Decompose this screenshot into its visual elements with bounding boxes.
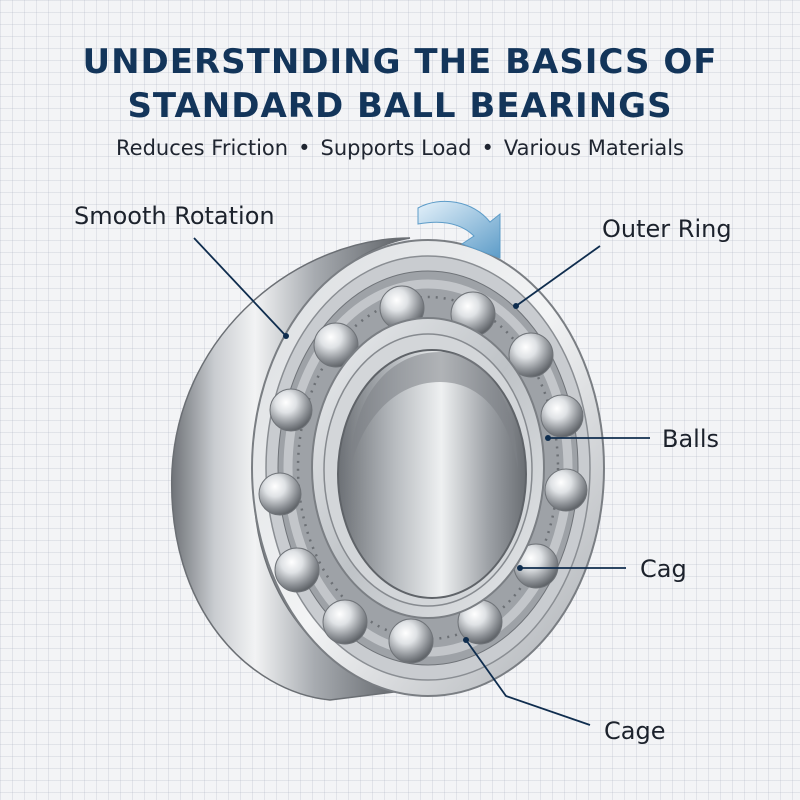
cage-ring-dots xyxy=(296,295,560,641)
title: UNDERSTNDING THE BASICS OF STANDARD BALL… xyxy=(0,40,800,128)
ball xyxy=(508,332,554,378)
leader-dot-smooth-rotation xyxy=(283,333,289,339)
balls-group xyxy=(258,285,588,664)
leader-dot-outer-ring xyxy=(513,303,519,309)
subtitle-item-load: Supports Load xyxy=(320,136,472,160)
curved-arrow-icon xyxy=(417,200,501,259)
ball xyxy=(274,547,320,593)
subtitle-separator: • xyxy=(298,136,311,160)
subtitle-item-friction: Reduces Friction xyxy=(116,136,289,160)
ball xyxy=(269,388,313,432)
bore-back-edge xyxy=(350,352,518,470)
label-cag: Cag xyxy=(640,555,687,583)
label-outer-ring: Outer Ring xyxy=(602,215,732,243)
label-cage: Cage xyxy=(604,717,666,745)
bore xyxy=(337,349,527,599)
ball xyxy=(544,468,588,512)
leader-outer-ring xyxy=(515,245,601,307)
label-smooth-rotation: Smooth Rotation xyxy=(74,202,275,230)
title-line-1: UNDERSTNDING THE BASICS OF xyxy=(82,42,718,82)
label-balls: Balls xyxy=(662,425,720,453)
leader-smooth-rotation xyxy=(193,237,287,337)
leader-dot-balls xyxy=(545,435,551,441)
subtitle: Reduces Friction • Supports Load • Various M… xyxy=(0,134,800,162)
ball xyxy=(388,618,434,664)
leader-lines xyxy=(193,237,650,726)
leader-dot-cag xyxy=(517,565,523,571)
ball xyxy=(540,394,584,438)
subtitle-separator: • xyxy=(481,136,494,160)
ball xyxy=(258,472,302,516)
leader-dot-cage xyxy=(463,637,469,643)
ball xyxy=(322,599,368,645)
title-line-2: STANDARD BALL BEARINGS xyxy=(127,86,673,126)
ball xyxy=(313,322,359,368)
leader-cage xyxy=(465,639,591,726)
subtitle-item-materials: Various Materials xyxy=(503,136,684,160)
